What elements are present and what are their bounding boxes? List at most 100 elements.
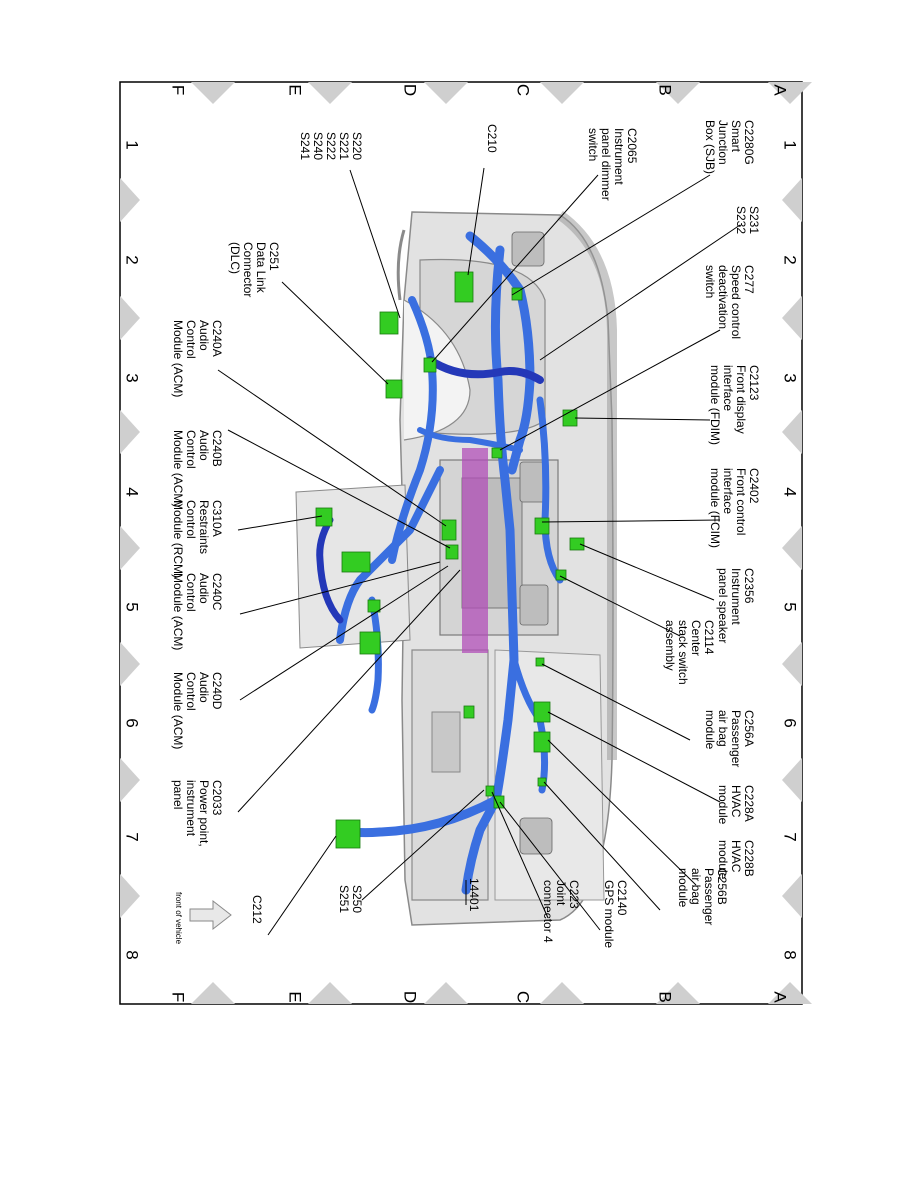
callout-description: (DLC) bbox=[228, 242, 242, 274]
grid-col-label: 7 bbox=[123, 832, 142, 841]
border-triangle bbox=[656, 982, 700, 1004]
callout-description: module bbox=[676, 868, 690, 908]
leader-c2114 bbox=[559, 575, 681, 637]
callout-description: Control bbox=[184, 430, 198, 469]
grid-col-label: 1 bbox=[123, 140, 142, 149]
border-triangle bbox=[308, 982, 352, 1004]
callout-code: 14401 bbox=[467, 878, 481, 912]
callout-description: stack switch bbox=[676, 620, 690, 685]
callout-description: Audio bbox=[197, 430, 211, 461]
air-vents bbox=[511, 231, 553, 855]
front-of-vehicle-indicator: front of vehicle bbox=[174, 892, 232, 945]
grid-row-label: F bbox=[169, 992, 188, 1002]
callout-code: C2402 bbox=[747, 468, 761, 504]
leader-c256a bbox=[541, 663, 691, 741]
vent-left bbox=[511, 231, 545, 267]
connector-c223 bbox=[485, 785, 495, 797]
grid-col-label: 2 bbox=[781, 255, 800, 264]
callout-description: Power point, bbox=[197, 780, 211, 847]
grid-col-label: 7 bbox=[781, 832, 800, 841]
callout-code: C310A bbox=[210, 500, 224, 537]
callout-description: Instrument bbox=[729, 568, 743, 625]
callout-description: switch bbox=[703, 265, 717, 298]
front-arrow-icon bbox=[189, 899, 232, 931]
border-triangle bbox=[120, 178, 140, 222]
callout-description: HVAC bbox=[729, 785, 743, 818]
grid-col-label: 8 bbox=[781, 950, 800, 959]
callout-description: module (FDIM) bbox=[708, 365, 722, 445]
border-triangle bbox=[540, 982, 584, 1004]
callout-description: Control bbox=[184, 320, 198, 359]
border-triangle bbox=[782, 642, 802, 686]
callout-description: Control bbox=[184, 500, 198, 539]
callout-description: panel bbox=[171, 780, 185, 809]
glove-box bbox=[411, 649, 489, 901]
border-triangle bbox=[782, 874, 802, 918]
grid-row-label: C bbox=[514, 84, 533, 96]
grid-row-label: D bbox=[401, 991, 420, 1003]
leader-c240d bbox=[239, 565, 449, 701]
callout-description: module bbox=[716, 840, 730, 880]
dash-left-end bbox=[396, 229, 406, 301]
connector-c240c bbox=[367, 599, 381, 613]
callout-code: C228A bbox=[742, 785, 756, 822]
callout-description: S241 bbox=[298, 132, 312, 160]
callout-description: Junction bbox=[716, 120, 730, 165]
grid-col-label: 6 bbox=[781, 718, 800, 727]
callout-description: Audio bbox=[197, 672, 211, 703]
callout-description: module bbox=[703, 710, 717, 750]
callout-code: C2114 bbox=[702, 620, 716, 655]
callout-description: interface bbox=[721, 468, 735, 514]
callout-description: Module (ACM) bbox=[171, 672, 185, 749]
callout-description: Passenger bbox=[729, 710, 743, 767]
connector-c228b bbox=[533, 731, 551, 753]
border-triangle bbox=[782, 410, 802, 454]
harness-driver-lower bbox=[388, 296, 437, 564]
border-triangle bbox=[120, 642, 140, 686]
front-of-vehicle-label: front of vehicle bbox=[174, 892, 183, 945]
border-triangle bbox=[191, 82, 235, 104]
grid-col-label: 8 bbox=[123, 950, 142, 959]
leader-c210 bbox=[467, 167, 485, 276]
connector-c2123 bbox=[562, 409, 578, 427]
callout-description: module (FCIM) bbox=[708, 468, 722, 548]
leader-c310a bbox=[237, 515, 323, 531]
leader-c240b bbox=[227, 429, 451, 549]
harness-console bbox=[336, 466, 444, 644]
grid-row-label: B bbox=[656, 991, 675, 1002]
connector-c2280g bbox=[511, 287, 523, 301]
callout-code: C2356 bbox=[742, 568, 756, 604]
leader-c256b bbox=[543, 781, 661, 911]
callout-description: air bag bbox=[716, 710, 730, 747]
callout-description: Module (ACM) bbox=[171, 573, 185, 650]
grid-row-label: E bbox=[286, 84, 305, 95]
callout-description: panel speaker bbox=[716, 568, 730, 643]
leader-s220 bbox=[349, 169, 401, 319]
connector-c251 bbox=[385, 379, 403, 399]
callout-description: panel dimmer bbox=[599, 128, 613, 201]
callout-description: Module (ACM) bbox=[171, 430, 185, 507]
grid-row-label: E bbox=[286, 991, 305, 1002]
callout-description: Box (SJB) bbox=[703, 120, 717, 174]
callout-code: C210 bbox=[485, 124, 499, 153]
leader-c223 bbox=[491, 791, 549, 919]
connector-c256a bbox=[535, 657, 545, 667]
callout-description: HVAC bbox=[729, 840, 743, 873]
callout-description: Audio bbox=[197, 573, 211, 604]
leader-c2140 bbox=[499, 801, 601, 931]
callout-description: S221 bbox=[337, 132, 351, 160]
grid-col-label: 3 bbox=[123, 373, 142, 382]
callout-c210: C210 bbox=[485, 124, 499, 153]
callout-code: C256B bbox=[715, 868, 729, 905]
callout-description: Passenger bbox=[702, 868, 716, 925]
